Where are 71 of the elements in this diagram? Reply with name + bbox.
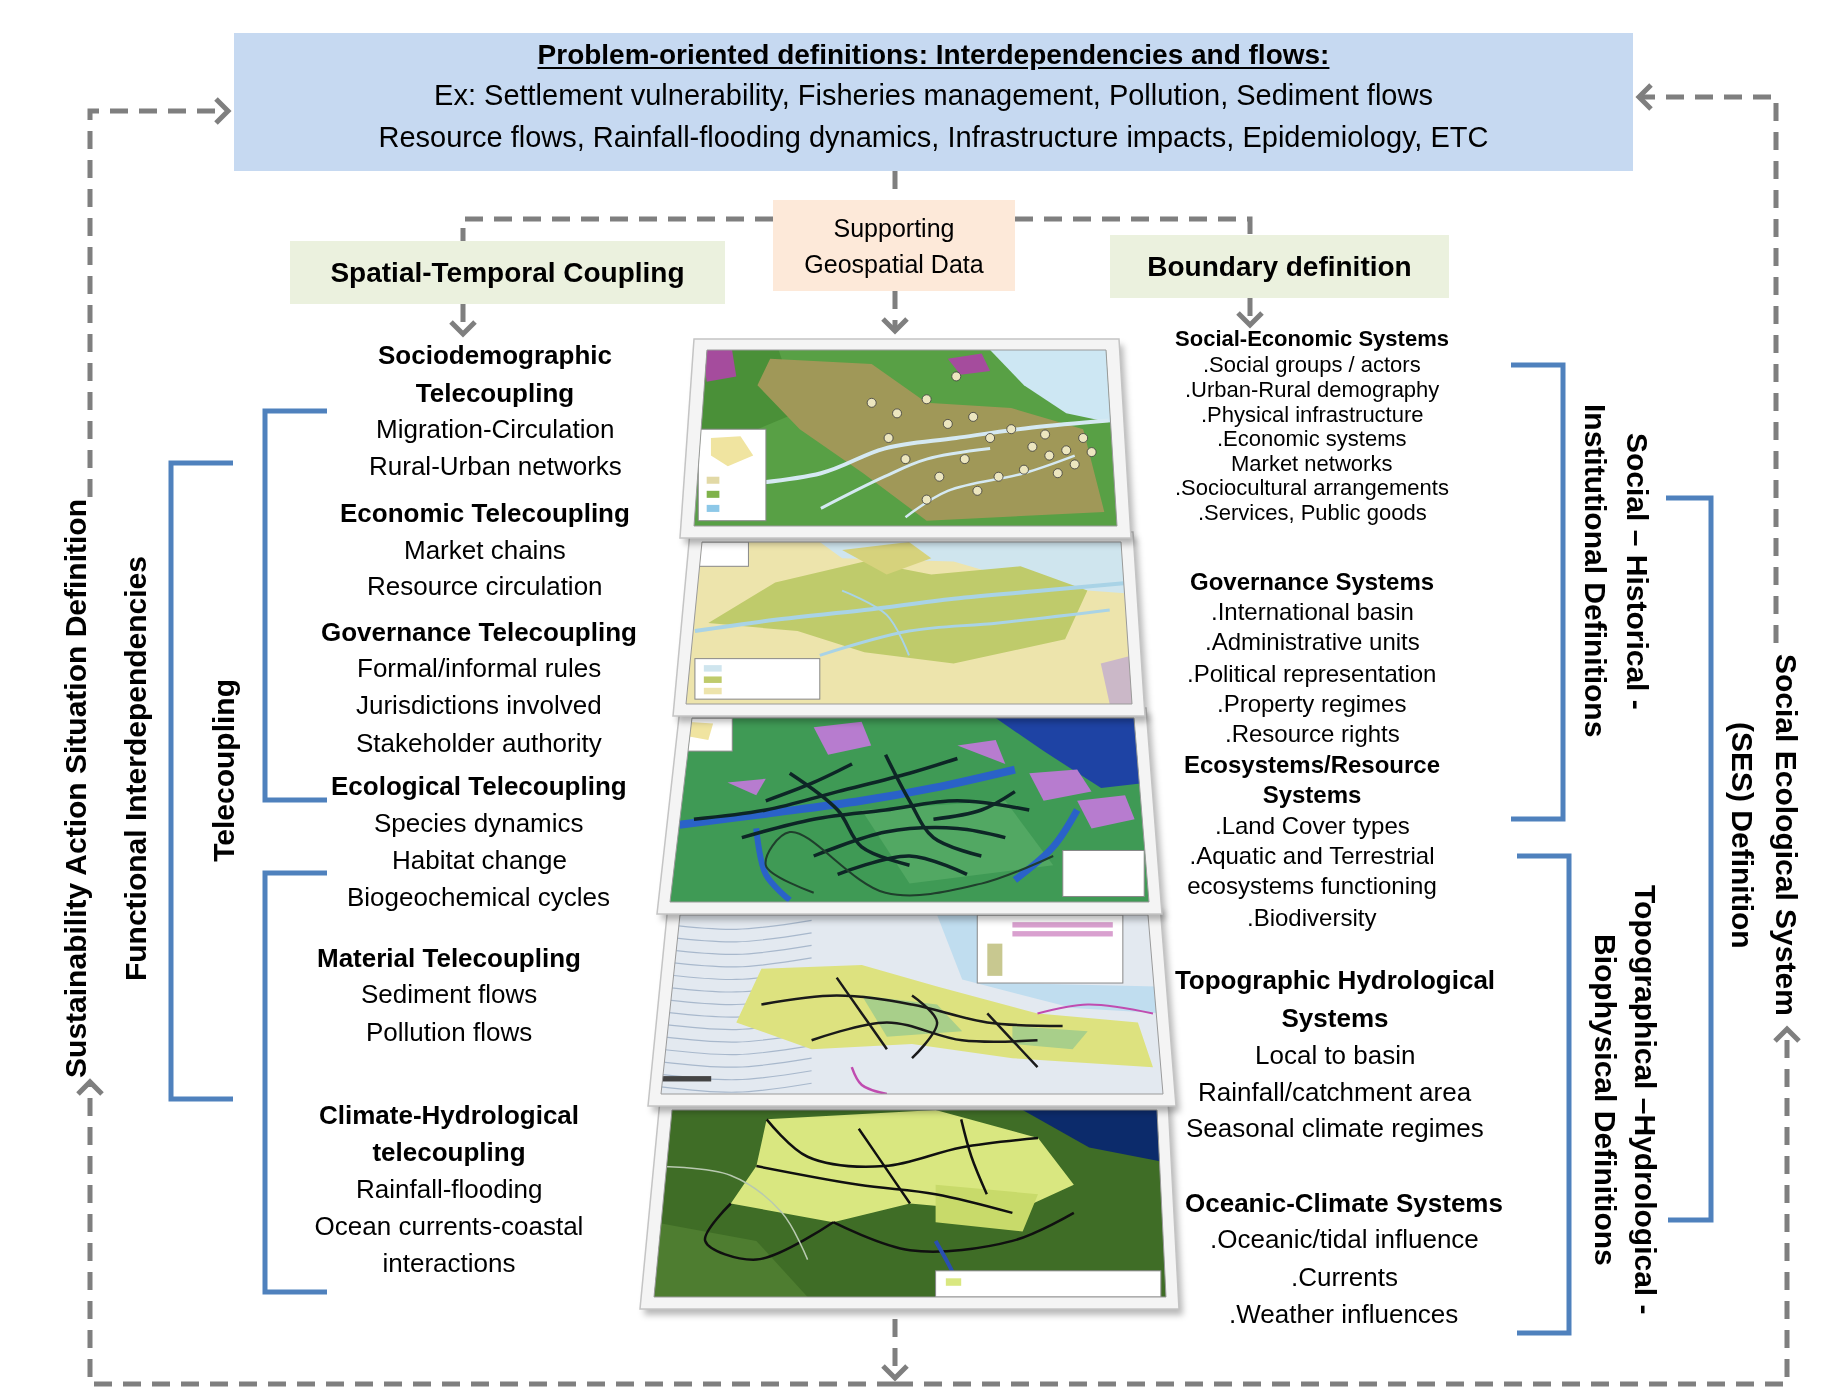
group-heading: Ecological Telecoupling	[331, 772, 627, 801]
list-item: .Urban-Rural demography	[1185, 377, 1440, 402]
dashed-arrow	[895, 1026, 1802, 1387]
dashed-arrow	[1636, 82, 1779, 643]
banner-text: Ex: Settlement vulnerability, Fisheries management, Pollution, Sediment flows Resource flows, Rainfall-flooding dynamics, Infrastructure impacts, Epidemiology, ETC	[377, 78, 1490, 155]
list-item: Local to basin	[1255, 1041, 1416, 1070]
list-item: .Physical infrastructure	[1201, 402, 1424, 427]
list-item: .Social groups / actors	[1203, 352, 1421, 377]
list-item: .Property regimes	[1217, 690, 1407, 717]
list-item: .Resource rights	[1225, 720, 1400, 747]
list-item: Rainfall-flooding	[356, 1175, 543, 1204]
list-item: .Currents	[1291, 1263, 1398, 1292]
vertical-heading: Sustainability Action Situation Definition	[58, 499, 94, 1078]
section-header-box	[290, 241, 725, 304]
list-item: Market chains	[404, 536, 566, 565]
group-heading: Social-Economic Systems	[1162, 327, 1462, 351]
data-source-box	[773, 200, 1015, 291]
list-item: .Economic systems	[1217, 426, 1407, 451]
dashed-arrow	[448, 304, 478, 337]
group-heading: Climate-Hydrological telecoupling	[317, 1099, 581, 1169]
list-item: .Administrative units	[1205, 628, 1420, 655]
bracket-label: Telecoupling	[206, 679, 241, 862]
group-heading: Topographic Hydrological Systems	[1173, 964, 1497, 1035]
list-item: Migration-Circulation	[376, 415, 615, 444]
list-item: Biogeochemical cycles	[347, 883, 610, 912]
vertical-heading: Social Ecological System (SES) Definition	[1720, 645, 1808, 1025]
list-item: Species dynamics	[374, 809, 584, 838]
list-item: Market networks	[1231, 451, 1393, 476]
data-source-label: Supporting Geospatial Data	[803, 212, 985, 280]
list-item: Resource circulation	[367, 572, 603, 601]
dashed-arrow	[75, 1079, 895, 1387]
list-item: Seasonal climate regimes	[1186, 1114, 1484, 1143]
list-item: .Sociocultural arrangements	[1175, 475, 1449, 500]
bracket-label: Topographical –Hydrological - Biophysical Definitions	[1588, 884, 1663, 1317]
group-heading: Oceanic-Climate Systems	[1185, 1189, 1503, 1218]
bracket-label: Functional Interdependencies	[118, 556, 153, 982]
group-heading: Economic Telecoupling	[340, 499, 630, 528]
group-heading: Governance Systems	[1190, 568, 1435, 595]
list-item: Ocean currents-coastal interactions	[313, 1210, 585, 1280]
list-item: .Political representation	[1187, 660, 1437, 687]
section-heading: Boundary definition	[1147, 249, 1412, 284]
list-item: Rural-Urban networks	[369, 452, 622, 481]
dashed-connector	[1015, 216, 1253, 235]
group-heading: Ecosystems/Resource Systems	[1182, 750, 1442, 810]
list-item: Rainfall/catchment area	[1198, 1078, 1472, 1107]
group-heading: Sociodemographic Telecoupling	[365, 336, 625, 412]
list-item: Formal/informal rules	[357, 654, 602, 683]
list-item: .Services, Public goods	[1198, 500, 1427, 525]
list-item: .International basin	[1211, 598, 1414, 625]
dashed-arrow	[880, 291, 910, 334]
group-heading: Material Telecoupling	[317, 944, 581, 973]
section-header-box	[1110, 235, 1449, 298]
list-item: Habitat change	[392, 846, 567, 875]
list-item: .Weather influences	[1229, 1300, 1459, 1329]
dashed-arrow	[1235, 298, 1265, 328]
dashed-arrow	[87, 96, 231, 497]
group-heading: Governance Telecoupling	[321, 618, 637, 647]
bracket-label: Social – Historical - Institutional Definitions	[1578, 403, 1655, 740]
list-item: Sediment flows	[361, 980, 538, 1009]
list-item: .Land Cover types	[1215, 812, 1410, 839]
list-item: Pollution flows	[366, 1018, 533, 1047]
list-item: .Oceanic/tidal influence	[1210, 1225, 1479, 1254]
dashed-arrow	[880, 1319, 910, 1381]
list-item: .Biodiversity	[1247, 904, 1377, 931]
header-banner	[234, 33, 1633, 171]
list-item: .Aquatic and Terrestrial ecosystems functioning	[1186, 841, 1438, 901]
section-heading: Spatial-Temporal Coupling	[330, 255, 685, 290]
dashed-connector	[460, 216, 773, 241]
list-item: Stakeholder authority	[356, 729, 602, 758]
list-item: Jurisdictions involved	[356, 691, 602, 720]
banner-heading: Problem-oriented definitions: Interdependencies and flows:	[536, 38, 1331, 72]
